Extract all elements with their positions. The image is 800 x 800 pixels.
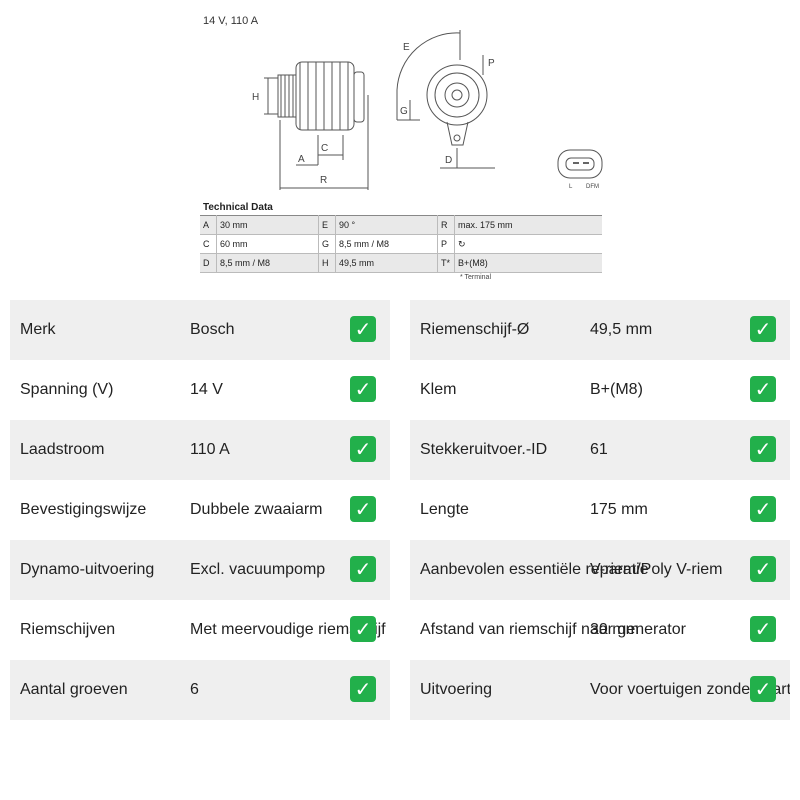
spec-label: Dynamo-uitvoering [20, 561, 155, 578]
technical-data-value: B+(M8) [454, 253, 602, 273]
check-mark-icon: ✓ [750, 316, 776, 342]
spec-label: Uitvoering [420, 681, 493, 698]
spec-row: Dynamo-uitvoering Excl. vacuumpomp ✓ [10, 540, 390, 600]
spec-label: Afstand van riemschijf naar generator [420, 621, 686, 638]
connector-label-l: L [569, 184, 573, 190]
dim-label-c: C [321, 143, 328, 154]
technical-data-key: C [200, 234, 217, 254]
technical-data-value: 60 mm [216, 234, 319, 254]
spec-value: Voor voertuigen zonder start-stopfunctie [590, 681, 790, 698]
spec-value: V-riem/Poly V-riem [590, 561, 723, 578]
check-mark-icon: ✓ [750, 676, 776, 702]
check-mark-icon: ✓ [350, 616, 376, 642]
spec-value: 6 [190, 681, 199, 698]
technical-data-value: 8,5 mm / M8 [335, 234, 438, 254]
technical-data-key: H [318, 253, 336, 273]
spec-value: 49,5 mm [590, 321, 653, 338]
alternator-technical-drawing: H A C R E P G D L DFM [252, 30, 603, 190]
technical-data-key: R [437, 215, 455, 235]
technical-data-key: A [200, 215, 217, 235]
clockwise-rotation-icon: ↻ [458, 238, 466, 249]
check-mark-icon: ✓ [750, 616, 776, 642]
dim-label-e: E [403, 42, 410, 53]
technical-data-value: ↻ [454, 234, 602, 254]
check-mark-icon: ✓ [750, 436, 776, 462]
spec-label: Aantal groeven [20, 681, 128, 698]
spec-value: 14 V [190, 381, 223, 398]
technical-data-key: E [318, 215, 336, 235]
technical-data-value: 8,5 mm / M8 [216, 253, 319, 273]
spec-row: Aantal groeven 6 ✓ [10, 660, 390, 720]
technical-data-key: G [318, 234, 336, 254]
check-mark-icon: ✓ [750, 556, 776, 582]
spec-label: Bevestigingswijze [20, 501, 147, 518]
alternator-body-side [295, 61, 355, 131]
check-mark-icon: ✓ [750, 496, 776, 522]
dim-label-h: H [252, 92, 259, 103]
technical-data-key: P [437, 234, 455, 254]
specs-left-column: Merk Bosch ✓ Spanning (V) 14 V ✓ Laadstroom 110… [10, 300, 390, 720]
spec-value: Bosch [190, 321, 235, 338]
technical-data-title: Technical Data [203, 202, 273, 213]
spec-value: Excl. vacuumpomp [190, 561, 326, 578]
spec-row: Riemschijven Met meervoudige riemschijf✓ [10, 600, 390, 660]
dim-label-r: R [320, 175, 327, 186]
check-mark-icon: ✓ [750, 376, 776, 402]
technical-data-value: 90 ° [335, 215, 438, 235]
technical-data-value: 30 mm [216, 215, 319, 235]
technical-data-key: T* [437, 253, 455, 273]
spec-row: Klem B+(M8) ✓ [410, 360, 790, 420]
dim-label-a: A [298, 154, 305, 165]
technical-data-value: 49,5 mm [335, 253, 438, 273]
dim-label-g: G [400, 106, 408, 117]
spec-row: Lengte 175 mm ✓ [410, 480, 790, 540]
dim-label-p: P [488, 58, 495, 69]
check-mark-icon: ✓ [350, 676, 376, 702]
mounting-ear [446, 121, 469, 146]
check-mark-icon: ✓ [350, 316, 376, 342]
spec-label: Stekkeruitvoer.-ID [420, 441, 548, 458]
spec-value: 61 [590, 441, 608, 458]
spec-label: Spanning (V) [20, 381, 114, 398]
connector-shape [557, 149, 603, 179]
spec-row: Spanning (V) 14 V ✓ [10, 360, 390, 420]
spec-row: Merk Bosch ✓ [10, 300, 390, 360]
alternator-body-front [426, 64, 488, 126]
check-mark-icon: ✓ [350, 556, 376, 582]
check-mark-icon: ✓ [350, 436, 376, 462]
spec-row: Uitvoering Voor voertuigen zonder start-s… [410, 660, 790, 720]
technical-data-value: max. 175 mm [454, 215, 602, 235]
connector-label-dfm: DFM [586, 184, 599, 190]
spec-row: Laadstroom 110 A ✓ [10, 420, 390, 480]
spec-label: Aanbevolen essentiële reparatie [420, 561, 649, 578]
spec-label: Merk [20, 321, 56, 338]
spec-label: Laadstroom [20, 441, 105, 458]
technical-data-key: D [200, 253, 217, 273]
spec-value: 110 A [190, 441, 230, 458]
spec-label: Riemschijven [20, 621, 116, 638]
spec-label: Riemenschijf-Ø [420, 321, 530, 338]
check-mark-icon: ✓ [350, 376, 376, 402]
technical-data-footnote: * Terminal [460, 274, 491, 281]
spec-row: Bevestigingswijze Dubbele zwaaiarm ✓ [10, 480, 390, 540]
spec-value: B+(M8) [590, 381, 643, 398]
dim-label-d: D [445, 155, 452, 166]
spec-value: 175 mm [590, 501, 648, 518]
spec-label: Klem [420, 381, 457, 398]
spec-value: Met meervoudige riemschijf [190, 621, 386, 638]
check-mark-icon: ✓ [350, 496, 376, 522]
spec-value: 30 mm [590, 621, 639, 638]
product-header: 14 V, 110 A [203, 15, 259, 27]
spec-row: Riemenschijf-Ø 49,5 mm ✓ [410, 300, 790, 360]
spec-value: Dubbele zwaaiarm [190, 501, 323, 518]
spec-label: Lengte [420, 501, 469, 518]
spec-row: Stekkeruitvoer.-ID 61 ✓ [410, 420, 790, 480]
